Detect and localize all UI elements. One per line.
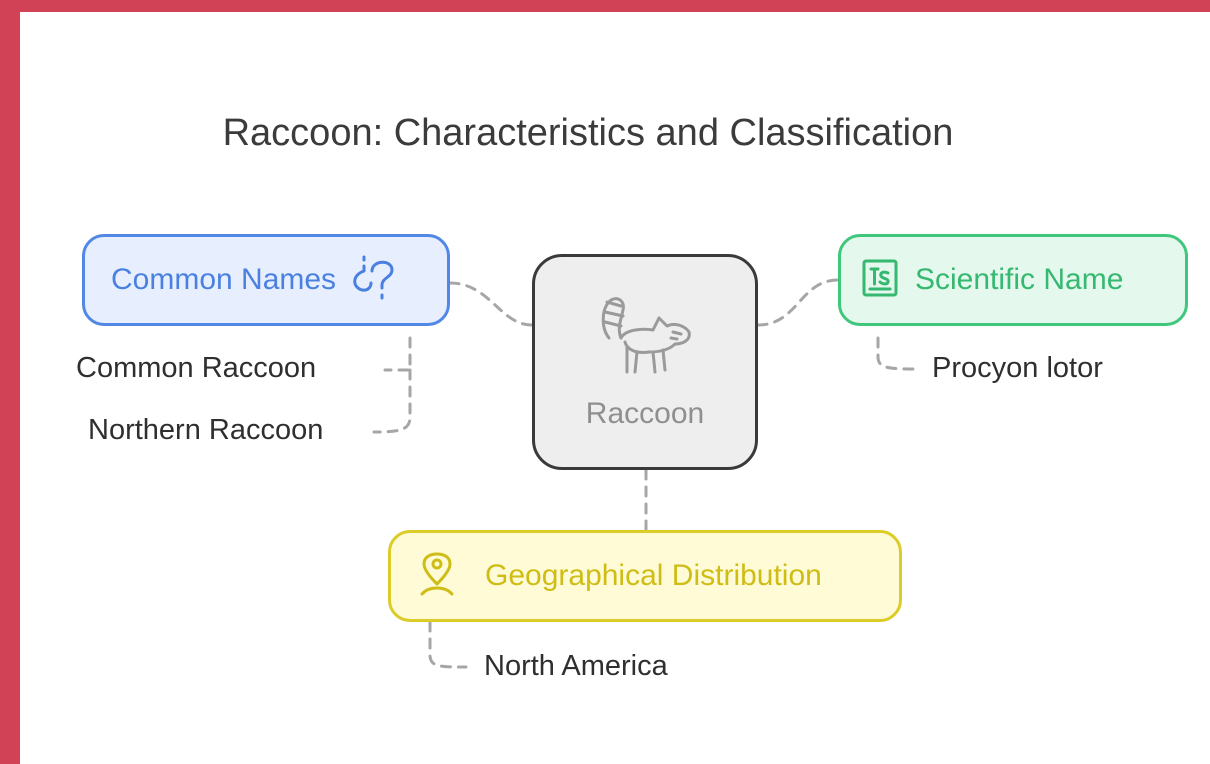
node-scientific-name: Scientific Name xyxy=(838,234,1188,326)
diagram-title: Raccoon: Characteristics and Classificat… xyxy=(222,112,954,154)
node-raccoon: Raccoon xyxy=(532,254,758,470)
connector-north-america xyxy=(428,620,468,669)
node-common-names-label: Common Names xyxy=(111,263,337,296)
connector-common-raccoon xyxy=(383,336,412,372)
connector-scientific-name xyxy=(756,278,840,327)
node-geographical-distribution-label: Geographical Distribution xyxy=(485,559,822,592)
leaf-north-america: North America xyxy=(484,650,668,682)
connector-common-names xyxy=(448,281,534,327)
connector-layer xyxy=(372,278,918,669)
node-common-names: Common Names xyxy=(82,234,450,326)
type-specimen-icon xyxy=(861,258,899,303)
connector-procyon-lotor xyxy=(876,336,918,371)
diagram-canvas: Raccoon: Characteristics and Classificat… xyxy=(20,12,1210,764)
leaf-procyon-lotor: Procyon lotor xyxy=(932,352,1103,384)
location-pin-icon xyxy=(419,552,455,601)
connector-northern-raccoon xyxy=(372,368,412,434)
node-raccoon-label: Raccoon xyxy=(585,396,705,430)
question-marks-icon xyxy=(350,253,398,308)
leaf-northern-raccoon: Northern Raccoon xyxy=(88,414,324,446)
raccoon-icon xyxy=(597,294,693,385)
node-scientific-name-label: Scientific Name xyxy=(915,263,1124,296)
node-geographical-distribution: Geographical Distribution xyxy=(388,530,902,622)
leaf-common-raccoon: Common Raccoon xyxy=(76,352,317,384)
